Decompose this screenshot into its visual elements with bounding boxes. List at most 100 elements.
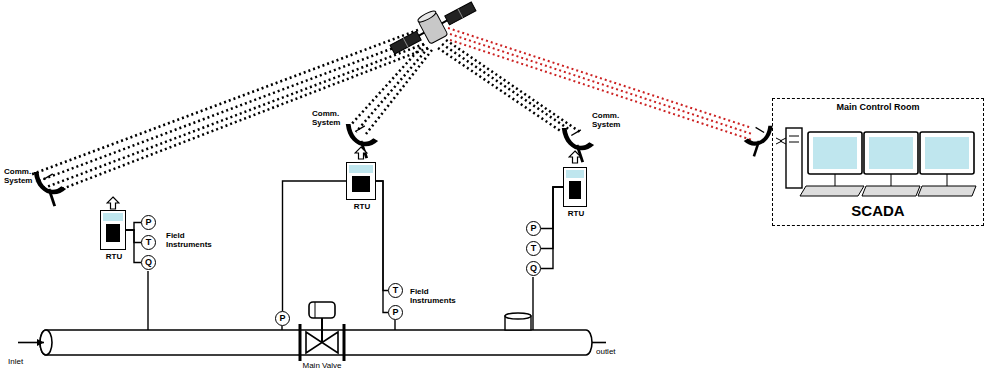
panel-seam xyxy=(403,38,408,47)
instrument-letter: T xyxy=(146,238,152,248)
satellite xyxy=(385,0,480,61)
pipe xyxy=(40,330,592,355)
dish-antenna xyxy=(744,126,773,157)
dish-antenna xyxy=(34,172,66,206)
instrument-circle: T xyxy=(526,241,541,256)
pipeline xyxy=(18,302,606,361)
valve-label: Main Valve xyxy=(282,362,362,371)
signal-wire xyxy=(126,230,141,263)
instrument-letter: Q xyxy=(145,258,152,268)
instrument-circle: T xyxy=(141,235,156,250)
instrument-circle: Q xyxy=(141,255,156,270)
tap-line xyxy=(394,320,395,330)
room-heading: Main Control Room xyxy=(773,103,983,113)
flow-label: outlet xyxy=(596,348,636,357)
beam xyxy=(366,50,432,134)
rtu-panel xyxy=(349,165,373,173)
monitor-stand xyxy=(947,174,948,186)
flow-label: Inlet xyxy=(8,358,48,367)
dish-antenna xyxy=(346,124,378,158)
outlet-arrow xyxy=(592,342,606,344)
beam xyxy=(450,34,752,134)
signal-wire xyxy=(541,187,563,269)
rtu-box: RTU xyxy=(100,210,126,250)
instrument-circle: T xyxy=(388,283,403,298)
instrument-letter: T xyxy=(531,244,537,254)
instrument-letter: P xyxy=(145,218,151,228)
monitor-screen xyxy=(925,137,969,169)
beam xyxy=(450,40,752,140)
beam xyxy=(30,30,418,175)
uplink-arrow xyxy=(569,151,581,163)
keyboard xyxy=(800,186,864,196)
rtu-display xyxy=(352,176,370,192)
rtu-label: RTU xyxy=(327,203,397,212)
uplink-arrow xyxy=(107,197,119,209)
beam xyxy=(438,48,562,132)
instrument-letter: P xyxy=(392,308,398,318)
solar-panel xyxy=(390,31,421,54)
drive-slot xyxy=(789,136,799,137)
comm-label: Comm. System xyxy=(592,112,628,130)
signal-wire xyxy=(376,181,388,313)
signal-wire xyxy=(541,187,563,249)
satellite-beams xyxy=(30,30,580,192)
instrument-letter: Q xyxy=(530,264,537,274)
signal-wire xyxy=(126,223,141,231)
signal-wire xyxy=(541,187,563,229)
computer-tower xyxy=(786,128,802,188)
downlink-beams xyxy=(448,28,752,140)
monitor-stand xyxy=(835,174,836,186)
link-arrow xyxy=(776,138,786,144)
instrument-circle: P xyxy=(388,305,403,320)
comm-label: Comm. System xyxy=(312,110,348,128)
dish-antenna xyxy=(562,128,594,162)
beam xyxy=(44,44,424,188)
tank-top xyxy=(505,313,531,319)
rtu-box: RTU xyxy=(346,162,376,200)
keyboard xyxy=(918,186,976,196)
rtu-panel xyxy=(566,170,584,178)
satellite-top xyxy=(417,9,437,24)
panel-arm xyxy=(442,20,447,23)
beam xyxy=(446,40,580,132)
rtu-label: RTU xyxy=(81,253,147,262)
beam xyxy=(348,44,424,128)
beam xyxy=(356,48,428,132)
monitor-screen xyxy=(813,137,857,169)
valve-flange xyxy=(343,324,346,361)
field-label: Field Instruments xyxy=(410,288,460,306)
comm-label: Comm. System xyxy=(4,168,40,186)
rtu-display xyxy=(569,181,581,199)
signal-wire xyxy=(376,181,388,291)
rtu-panel xyxy=(103,213,123,221)
rtu-display xyxy=(106,224,120,242)
instrument-taps xyxy=(148,271,533,330)
valve-actuator xyxy=(309,302,335,318)
tap-line xyxy=(281,326,282,330)
beam xyxy=(442,44,570,130)
instrument-letter: T xyxy=(393,286,399,296)
tap-line xyxy=(532,277,533,330)
monitor-screen xyxy=(869,137,913,169)
instrument-letter: P xyxy=(279,314,285,324)
monitor xyxy=(808,132,862,174)
monitor-stand xyxy=(891,174,892,186)
system-label: SCADA xyxy=(773,203,983,220)
beam xyxy=(54,48,428,192)
instrument-circle: P xyxy=(275,311,290,326)
computers xyxy=(786,128,976,196)
valve-flange xyxy=(299,324,302,361)
instrument-circle: P xyxy=(526,221,541,236)
monitor xyxy=(920,132,974,174)
inlet-arrowhead xyxy=(37,339,44,346)
actuator-line xyxy=(315,302,316,318)
instrument-circle: Q xyxy=(526,261,541,276)
panel-seam xyxy=(458,9,463,18)
instrument-letter: P xyxy=(530,224,536,234)
valve-stem xyxy=(321,318,323,342)
